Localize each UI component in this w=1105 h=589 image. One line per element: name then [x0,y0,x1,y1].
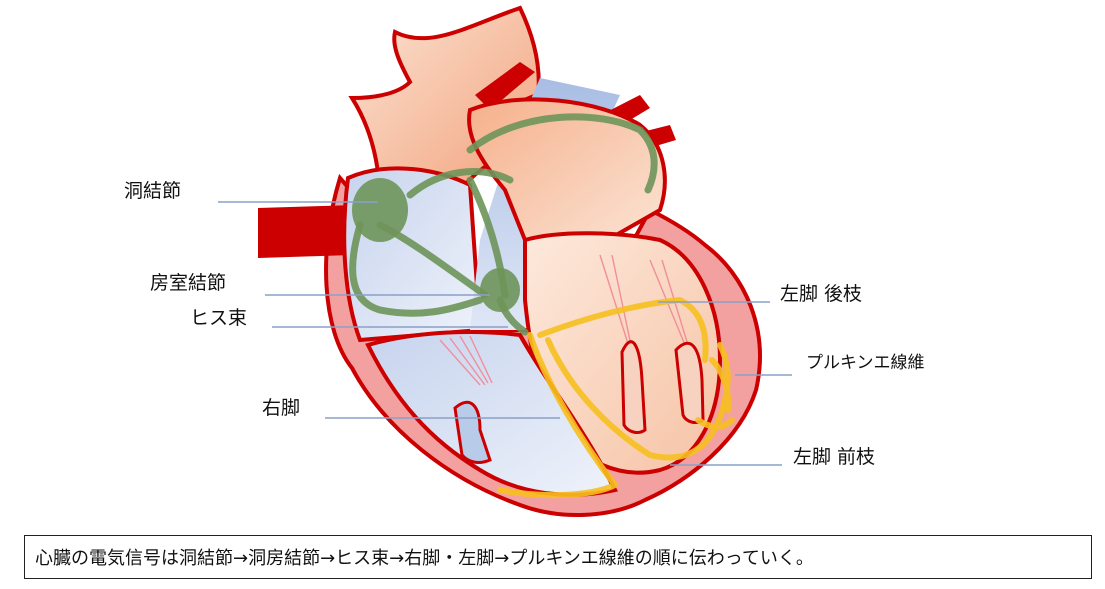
papillary-left-1 [620,340,647,434]
chordae-right [439,335,493,386]
label-left-posterior: 左脚 後枝 [780,283,863,305]
label-sinoatrial-node: 洞結節 [124,180,182,202]
aorta-branch-1 [475,62,535,110]
conduction-path-yellow [497,297,735,499]
av-node [480,268,520,312]
label-av-node: 房室結節 [150,272,227,294]
papillary-left-2 [674,341,705,424]
label-his-bundle: ヒス束 [190,307,248,329]
vena-cava-left [258,205,355,258]
left-atrium [467,97,667,253]
label-left-anterior: 左脚 前枝 [793,446,876,468]
label-right-bundle: 右脚 [262,397,301,419]
label-purkinje: プルキンエ線維 [806,353,925,373]
leader-lines [218,201,792,466]
sa-node [352,178,408,242]
caption-text: 心臓の電気信号は洞結節→洞房結節→ヒス束→右脚・左脚→プルキンエ線維の順に伝わっ… [35,548,814,569]
caption-box: 心臓の電気信号は洞結節→洞房結節→ヒス束→右脚・左脚→プルキンエ線維の順に伝わっ… [24,535,1092,579]
